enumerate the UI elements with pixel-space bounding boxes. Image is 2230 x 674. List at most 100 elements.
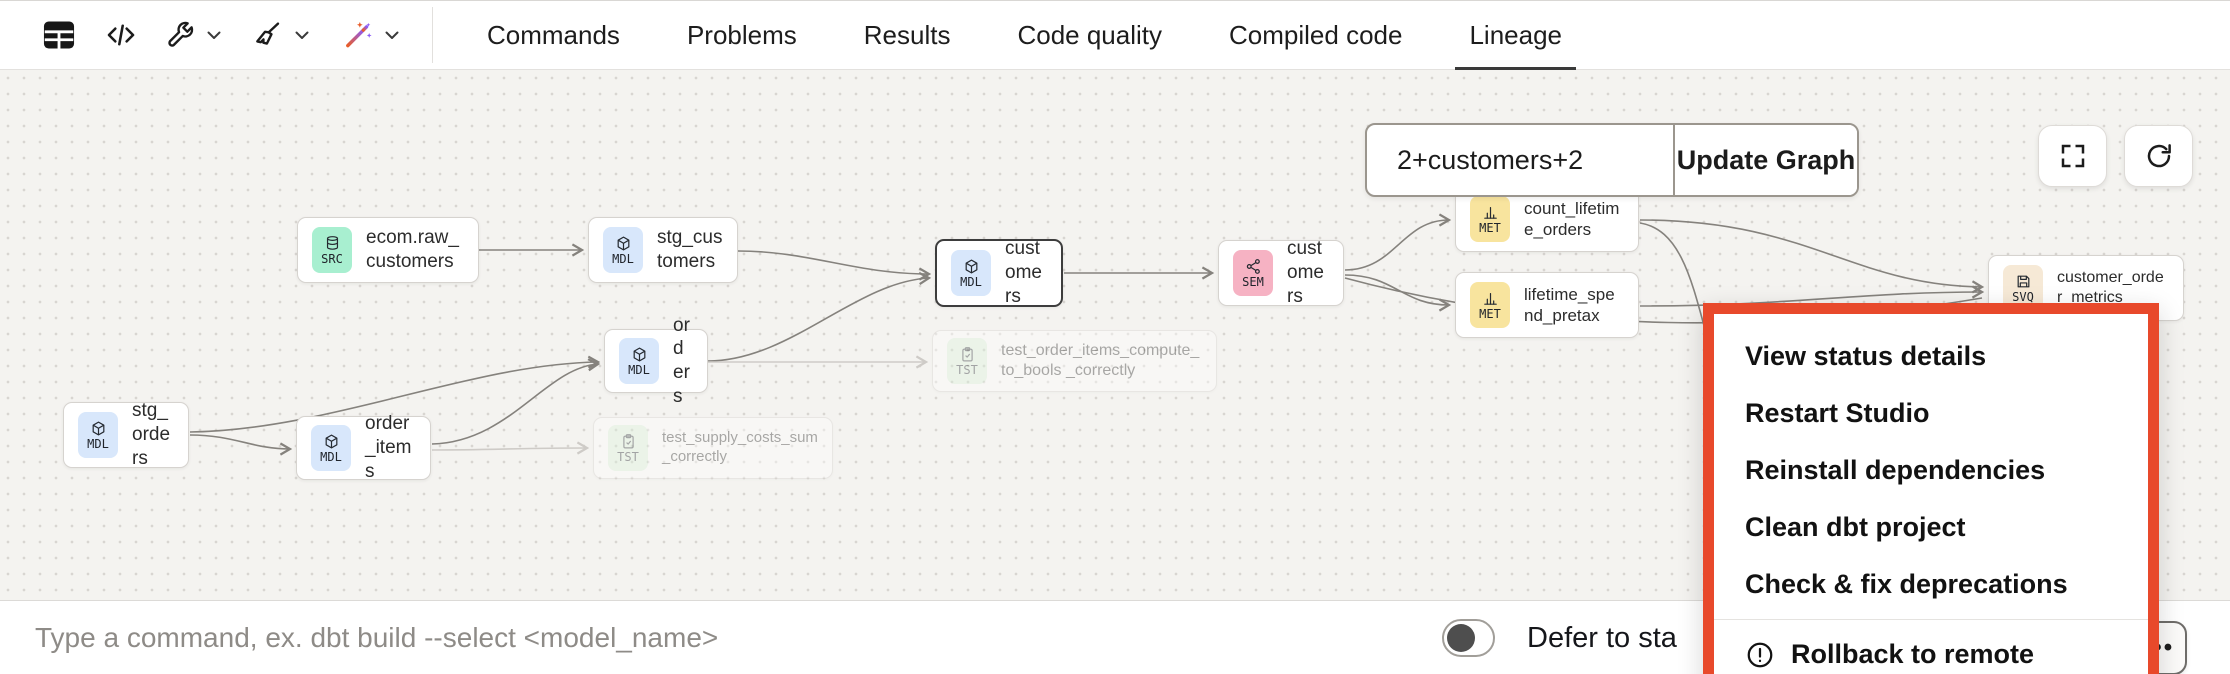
lineage-node-stg-orders[interactable]: MDL stg_orders xyxy=(63,400,189,469)
model-badge: MDL xyxy=(311,425,351,471)
refresh-icon xyxy=(2144,141,2174,171)
top-toolbar: Commands Problems Results Code quality C… xyxy=(0,0,2230,70)
lineage-node-test-supply-costs[interactable]: TST test_supply_costs_sum_correctly xyxy=(593,417,833,479)
database-icon xyxy=(324,235,341,252)
magic-wand-icon xyxy=(340,18,374,52)
share-icon xyxy=(1245,258,1262,275)
badge-label: MDL xyxy=(612,252,634,266)
command-input[interactable] xyxy=(35,621,1335,654)
toolbar-icon-group xyxy=(0,16,404,54)
lineage-node-customers-model[interactable]: MDL customers xyxy=(935,238,1063,307)
node-label: customers xyxy=(1005,238,1042,307)
cube-icon xyxy=(631,346,648,363)
lineage-node-order-items[interactable]: MDL order_items xyxy=(296,413,431,482)
cube-icon xyxy=(963,258,980,275)
tab-code-quality[interactable]: Code quality xyxy=(1017,19,1163,50)
wrench-icon xyxy=(164,19,196,51)
tab-lineage[interactable]: Lineage xyxy=(1455,0,1576,70)
tab-problems[interactable]: Problems xyxy=(686,19,797,50)
source-badge: SRC xyxy=(312,227,352,273)
badge-label: MDL xyxy=(320,450,342,464)
lineage-node-ecom-raw-customers[interactable]: SRC ecom.raw_customers xyxy=(297,217,479,283)
chevron-down-icon[interactable] xyxy=(380,23,404,47)
update-graph-button[interactable]: Update Graph xyxy=(1675,125,1857,195)
semantic-model-badge: SEM xyxy=(1233,250,1273,296)
tab-compiled-code[interactable]: Compiled code xyxy=(1229,19,1403,50)
menu-item-reinstall-dependencies[interactable]: Reinstall dependencies xyxy=(1745,455,2046,485)
warning-circle-icon xyxy=(1745,640,1775,670)
fullscreen-button[interactable] xyxy=(2038,125,2107,187)
badge-label: MET xyxy=(1479,307,1501,321)
node-label: stg_orders xyxy=(132,400,171,469)
status-context-menu: View status details Restart Studio Reins… xyxy=(1703,303,2159,674)
tab-results[interactable]: Results xyxy=(863,19,951,50)
menu-list: View status details Restart Studio Reins… xyxy=(1714,314,2148,674)
lineage-node-lifetime-spend-pretax[interactable]: MET lifetime_spend_pretax xyxy=(1455,272,1639,338)
refresh-graph-button[interactable] xyxy=(2124,125,2193,187)
test-badge: TST xyxy=(608,425,648,471)
model-badge: MDL xyxy=(603,227,643,273)
model-badge: MDL xyxy=(951,250,991,296)
toolbar-divider xyxy=(432,7,433,63)
menu-item-clean-dbt-project[interactable]: Clean dbt project xyxy=(1745,512,1966,542)
code-view-button[interactable] xyxy=(104,18,138,52)
cube-icon xyxy=(90,420,107,437)
code-icon xyxy=(104,18,138,52)
badge-label: SVQ xyxy=(2012,290,2034,304)
clean-tools-button[interactable] xyxy=(252,19,314,51)
test-badge: TST xyxy=(947,338,987,384)
badge-label: SEM xyxy=(1242,275,1264,289)
badge-label: MET xyxy=(1479,221,1501,235)
lineage-node-orders[interactable]: MDL orders xyxy=(604,315,708,407)
badge-label: TST xyxy=(956,363,978,377)
save-icon xyxy=(2015,273,2032,290)
clipboard-check-icon xyxy=(959,346,976,363)
menu-item-view-status-details[interactable]: View status details xyxy=(1745,341,1987,371)
metric-badge: MET xyxy=(1470,196,1510,242)
cube-icon xyxy=(615,235,632,252)
node-label: ecom.raw_customers xyxy=(366,227,459,272)
node-label: orders xyxy=(673,314,690,407)
node-label: customer_order_metrics xyxy=(2057,269,2164,306)
model-badge: MDL xyxy=(78,412,118,458)
table-icon xyxy=(40,16,78,54)
tab-commands[interactable]: Commands xyxy=(487,19,620,50)
badge-label: MDL xyxy=(960,275,982,289)
node-label: stg_customers xyxy=(657,227,723,272)
clipboard-check-icon xyxy=(620,433,637,450)
build-tools-button[interactable] xyxy=(164,19,226,51)
model-badge: MDL xyxy=(619,338,659,384)
menu-divider xyxy=(1714,619,2148,620)
node-label: count_lifetime_orders xyxy=(1524,198,1620,239)
fullscreen-icon xyxy=(2058,141,2088,171)
chevron-down-icon[interactable] xyxy=(290,23,314,47)
bar-chart-icon xyxy=(1482,204,1499,221)
ai-assist-button[interactable] xyxy=(340,18,404,52)
metric-badge: MET xyxy=(1470,282,1510,328)
menu-item-check-fix-deprecations[interactable]: Check & fix deprecations xyxy=(1745,569,2068,599)
chevron-down-icon[interactable] xyxy=(202,23,226,47)
cube-icon xyxy=(323,433,340,450)
graph-selector-input[interactable] xyxy=(1367,125,1673,195)
badge-label: SRC xyxy=(321,252,343,266)
menu-item-restart-studio[interactable]: Restart Studio xyxy=(1745,398,1930,428)
lineage-node-test-order-items[interactable]: TST test_order_items_compute_to_bools _c… xyxy=(932,330,1217,392)
badge-label: MDL xyxy=(87,437,109,451)
table-view-button[interactable] xyxy=(40,16,78,54)
broom-icon xyxy=(252,19,284,51)
lineage-node-customers-semantic[interactable]: SEM customers xyxy=(1218,238,1344,307)
selector-divider xyxy=(1673,125,1675,195)
graph-selector-group: Update Graph xyxy=(1365,123,1859,197)
node-label: lifetime_spend_pretax xyxy=(1524,284,1615,325)
node-label: test_order_items_compute_to_bools _corre… xyxy=(1001,342,1200,379)
node-label: order_items xyxy=(365,413,412,482)
toggle-knob xyxy=(1447,624,1475,652)
defer-label: Defer to sta xyxy=(1527,621,1677,654)
menu-item-rollback-to-remote[interactable]: Rollback to remote xyxy=(1714,626,2148,674)
lineage-node-stg-customers[interactable]: MDL stg_customers xyxy=(588,217,738,283)
bar-chart-icon xyxy=(1482,290,1499,307)
panel-tabs: Commands Problems Results Code quality C… xyxy=(473,0,1576,70)
badge-label: MDL xyxy=(628,363,650,377)
defer-toggle[interactable] xyxy=(1442,619,1495,657)
